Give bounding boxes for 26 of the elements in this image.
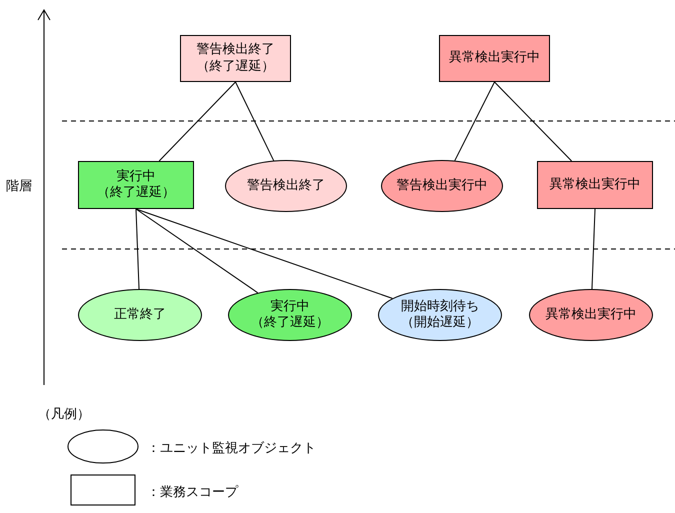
node-label: 正常終了	[114, 306, 166, 324]
axis-label: 階層	[6, 178, 32, 195]
node-label: 開始時刻待ち（開始遅延）	[400, 298, 480, 332]
node-label: 異常検出実行中	[550, 176, 640, 194]
node-label: 異常検出実行中	[449, 50, 540, 67]
legend-heading: （凡例）	[38, 406, 90, 423]
scope-box	[180, 35, 291, 82]
connector-line	[454, 82, 495, 162]
connector-line	[591, 208, 596, 290]
node-label: 異常検出実行中	[546, 306, 636, 324]
node-label: 実行中（終了遅延）	[96, 168, 176, 202]
connector-line	[136, 208, 393, 299]
scope-box	[78, 161, 194, 209]
connector-line	[494, 82, 572, 162]
legend-label: ：ユニット監視オブジェクト	[147, 440, 316, 457]
scope-box	[439, 35, 550, 82]
connector-line	[136, 208, 258, 294]
node-label: 実行中（終了遅延）	[250, 298, 330, 332]
legend-label: ：業務スコープ	[147, 484, 238, 501]
connector-line	[235, 82, 274, 162]
node-label: 警告検出終了（終了遅延）	[196, 42, 276, 75]
node-label: 警告検出実行中	[396, 178, 488, 194]
scope-box	[537, 161, 653, 209]
connector-line	[136, 208, 140, 290]
node-label: 警告検出終了	[247, 178, 325, 194]
connector-line	[158, 82, 236, 162]
